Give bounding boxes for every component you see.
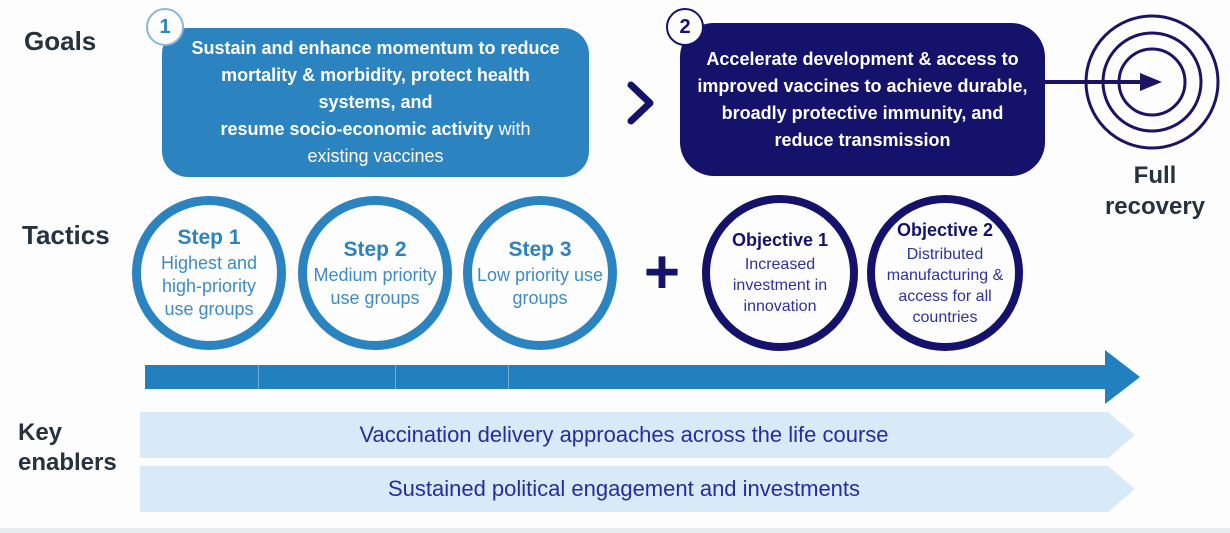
step-2-circle: Step 2 Medium priority use groups xyxy=(298,196,452,350)
step-3-title: Step 3 xyxy=(508,237,572,261)
enabler-band-political: Sustained political engagement and inves… xyxy=(140,466,1108,512)
goal-2-box: Accelerate development & access to impro… xyxy=(680,23,1045,176)
objective-1-circle: Objective 1 Increased investment in inno… xyxy=(702,195,858,351)
goal-1-text-regular: with existing vaccines xyxy=(307,119,531,166)
timeline-segment-divider xyxy=(395,365,396,389)
goals-row-label: Goals xyxy=(24,26,97,56)
timeline-segment-divider xyxy=(258,365,259,389)
chevron-right-icon xyxy=(626,80,656,131)
step-3-circle: Step 3 Low priority use groups xyxy=(463,196,617,350)
enabler-band-political-tip xyxy=(1108,466,1135,512)
tactics-row-label: Tactics xyxy=(22,220,110,250)
step-2-title: Step 2 xyxy=(343,237,407,261)
goal-1-text-bold-a: Sustain and enhance momentum to reduce m… xyxy=(191,38,560,112)
goal-1-number-badge: 1 xyxy=(146,8,184,46)
step-2-desc: Medium priority use groups xyxy=(313,264,437,308)
objective-1-title: Objective 1 xyxy=(731,230,829,250)
key-enablers-row-label: Key enablers xyxy=(18,419,117,476)
plus-sign: + xyxy=(643,238,681,307)
objective-2-desc: Distributed manufacturing & access for a… xyxy=(886,245,1004,326)
enabler-band-delivery: Vaccination delivery approaches across t… xyxy=(140,412,1108,458)
timeline-arrow-bar xyxy=(145,365,1105,389)
goal-2-text: Accelerate development & access to impro… xyxy=(697,48,1028,150)
step-1-desc: Highest and high-priority use groups xyxy=(160,253,258,319)
step-3-desc: Low priority use groups xyxy=(476,264,604,308)
objective-1-desc: Increased investment in innovation xyxy=(732,256,828,315)
bullseye-target-icon xyxy=(1040,8,1230,163)
objective-2-title: Objective 2 xyxy=(896,219,994,240)
enabler-band-delivery-text: Vaccination delivery approaches across t… xyxy=(359,422,889,447)
goal-1-text: Sustain and enhance momentum to reduce m… xyxy=(190,35,561,170)
goal-2-number-badge: 2 xyxy=(666,8,704,46)
bottom-divider xyxy=(0,528,1230,533)
enabler-band-delivery-tip xyxy=(1108,412,1135,458)
step-1-title: Step 1 xyxy=(177,226,241,249)
goal-1-text-bold-b: resume socio-economic activity xyxy=(220,119,494,139)
step-1-circle: Step 1 Highest and high-priority use gro… xyxy=(132,196,286,350)
timeline-segment-divider xyxy=(508,365,509,389)
enabler-band-political-text: Sustained political engagement and inves… xyxy=(387,476,861,501)
objective-2-circle: Objective 2 Distributed manufacturing & … xyxy=(867,195,1023,351)
full-recovery-label: Full recovery xyxy=(1104,162,1206,220)
timeline-arrowhead-icon xyxy=(1105,350,1140,404)
goal-1-box: Sustain and enhance momentum to reduce m… xyxy=(162,28,589,177)
